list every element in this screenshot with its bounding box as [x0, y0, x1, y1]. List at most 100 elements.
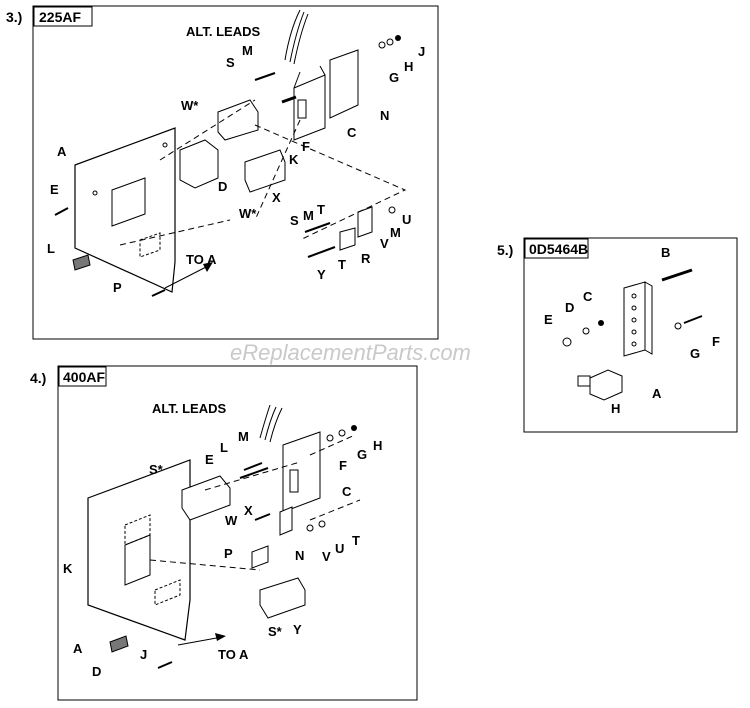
lug-s-upper	[181, 475, 231, 521]
label-a-400: A	[73, 641, 83, 656]
panel-0d5464b-number: 5.)	[497, 242, 513, 258]
frame-d	[179, 139, 219, 189]
panel-400af-number: 4.)	[30, 370, 46, 386]
lug-w-upper	[217, 99, 259, 141]
label-v: V	[380, 236, 389, 251]
label-c-400: C	[342, 484, 352, 499]
cover-plate	[74, 127, 176, 293]
watermark: eReplacementParts.com	[230, 340, 471, 365]
label-p: P	[113, 280, 122, 295]
label-t: T	[317, 202, 325, 217]
label-d-400: D	[92, 664, 101, 679]
label-s2: S	[290, 213, 299, 228]
cover-plate-400	[87, 459, 191, 641]
label-u-400: U	[335, 541, 344, 556]
label-f-400: F	[339, 458, 347, 473]
label-w-400: W	[225, 513, 238, 528]
label-c: C	[347, 125, 357, 140]
label-k-400: K	[63, 561, 73, 576]
bracket-v	[357, 206, 373, 238]
label-to-a-225: TO A	[186, 252, 217, 267]
label-d: D	[218, 179, 227, 194]
alt-leads-cable	[284, 9, 309, 65]
label-f-5: F	[712, 334, 720, 349]
terminal-l	[72, 254, 91, 271]
lug-h	[589, 369, 623, 401]
label-s-star-upper: S*	[149, 462, 164, 477]
label-l-400: L	[220, 440, 228, 455]
label-u: U	[402, 212, 411, 227]
panel-400af-title: 400AF	[63, 369, 105, 385]
label-t2: T	[338, 257, 346, 272]
label-y-400: Y	[293, 622, 302, 637]
label-e: E	[50, 182, 59, 197]
label-s: S	[226, 55, 235, 70]
terminal-d	[109, 635, 129, 653]
alt-leads-cable-400	[259, 404, 283, 443]
label-g-5: G	[690, 346, 700, 361]
label-h-400: H	[373, 438, 382, 453]
panel-400af-frame	[57, 365, 418, 701]
label-a: A	[57, 144, 67, 159]
label-x: X	[272, 190, 281, 205]
label-to-a-400: TO A	[218, 647, 249, 662]
label-h: H	[404, 59, 413, 74]
label-m2: M	[303, 208, 314, 223]
part-p	[251, 545, 269, 569]
panel-0d5464b-title-box	[524, 238, 589, 259]
label-j: J	[418, 44, 425, 59]
label-x-400: X	[244, 503, 253, 518]
label-l: L	[47, 241, 55, 256]
cover-cutout	[139, 232, 161, 258]
label-c-5: C	[583, 289, 593, 304]
label-j-400: J	[140, 647, 147, 662]
panel-400af-title-box	[58, 366, 107, 387]
label-alt-leads-225: ALT. LEADS	[186, 24, 260, 39]
label-w-upper: W*	[181, 98, 199, 113]
panel-0d5464b: 5.) 0D5464B B C D E F G A H	[497, 237, 738, 433]
panel-0d5464b-title: 0D5464B	[529, 241, 588, 257]
label-e-400: E	[205, 452, 214, 467]
lug-w-lower	[244, 149, 286, 193]
bus-bar-a	[623, 281, 646, 357]
label-a-5: A	[652, 386, 662, 401]
panel-225af-title-box	[33, 6, 93, 27]
bolt-b	[661, 268, 693, 282]
label-m3: M	[390, 225, 401, 240]
panel-225af-frame	[32, 5, 439, 340]
label-h-5: H	[611, 401, 620, 416]
label-m-400: M	[238, 429, 249, 444]
cover-n	[329, 49, 359, 119]
label-f: F	[302, 139, 310, 154]
breaker-225af	[293, 74, 326, 141]
label-alt-leads-400: ALT. LEADS	[152, 401, 226, 416]
panel-225af-title: 225AF	[39, 9, 81, 25]
lug-s-lower	[259, 577, 306, 619]
label-k: K	[289, 152, 299, 167]
breaker-400af	[282, 431, 321, 513]
label-n-400: N	[295, 548, 304, 563]
label-p-400: P	[224, 546, 233, 561]
label-y: Y	[317, 267, 326, 282]
panel-0d5464b-frame	[523, 237, 738, 433]
label-t-400: T	[352, 533, 360, 548]
label-e-5: E	[544, 312, 553, 327]
bracket-n	[279, 506, 293, 536]
dashed-guides-400	[149, 434, 361, 571]
cover-opening	[111, 177, 146, 227]
dashed-guides-225	[119, 99, 407, 246]
label-v-400: V	[322, 549, 331, 564]
label-m: M	[242, 43, 253, 58]
bracket-r	[339, 227, 356, 251]
label-r: R	[361, 251, 371, 266]
label-n: N	[380, 108, 389, 123]
panel-225af-number: 3.)	[6, 9, 22, 25]
label-b-5: B	[661, 245, 670, 260]
panel-400af: 4.) 400AF ALT. LEADS	[30, 365, 418, 701]
label-w-lower: W*	[239, 206, 257, 221]
label-s-star-lower: S*	[268, 624, 283, 639]
panel-225af: 3.) 225AF	[6, 5, 439, 340]
label-g: G	[389, 70, 399, 85]
